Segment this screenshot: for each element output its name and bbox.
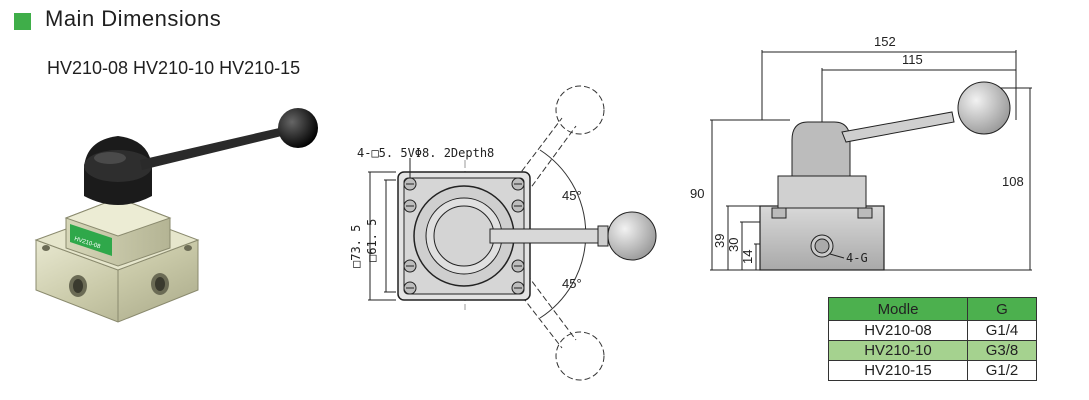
- model-cell: HV210-15: [828, 360, 968, 381]
- side-view: [710, 50, 1032, 271]
- model-list: HV210-08 HV210-10 HV210-15: [47, 58, 301, 78]
- spec-table: Modle G HV210-08 G1/4 HV210-10 G3/8 HV21…: [828, 297, 1037, 381]
- hole-spec: 4-□5. 5VΦ8. 2Depth8: [357, 146, 494, 160]
- header-model: Modle: [828, 297, 968, 321]
- inner-dim: □61. 5: [365, 219, 379, 262]
- model-cell: HV210-10: [828, 340, 968, 361]
- table-row: HV210-08 G1/4: [828, 320, 1037, 341]
- angle-top: 45°: [562, 188, 582, 203]
- port-label: 4-G: [846, 251, 868, 265]
- dim-90: 90: [690, 186, 704, 201]
- header-g: G: [967, 297, 1037, 321]
- table-header-row: Modle G: [828, 297, 1037, 321]
- table-row: HV210-10 G3/8: [828, 340, 1037, 361]
- model-cell: HV210-08: [828, 320, 968, 341]
- outer-dim: □73. 5: [349, 225, 363, 268]
- dim-39: 39: [712, 234, 727, 248]
- angle-bottom: 45°: [562, 276, 582, 291]
- section-marker: [14, 13, 31, 30]
- thread-cell: G1/2: [967, 360, 1037, 381]
- dim-152: 152: [874, 34, 896, 49]
- dim-108: 108: [1002, 174, 1024, 189]
- thread-cell: G3/8: [967, 340, 1037, 361]
- page-title: Main Dimensions: [45, 6, 222, 31]
- front-view: [368, 85, 657, 381]
- dim-30: 30: [726, 238, 741, 252]
- dim-115: 115: [902, 52, 923, 67]
- table-row: HV210-15 G1/2: [828, 360, 1037, 381]
- thread-cell: G1/4: [967, 320, 1037, 341]
- dim-14: 14: [740, 250, 755, 264]
- product-photo: HV210-08: [34, 108, 318, 323]
